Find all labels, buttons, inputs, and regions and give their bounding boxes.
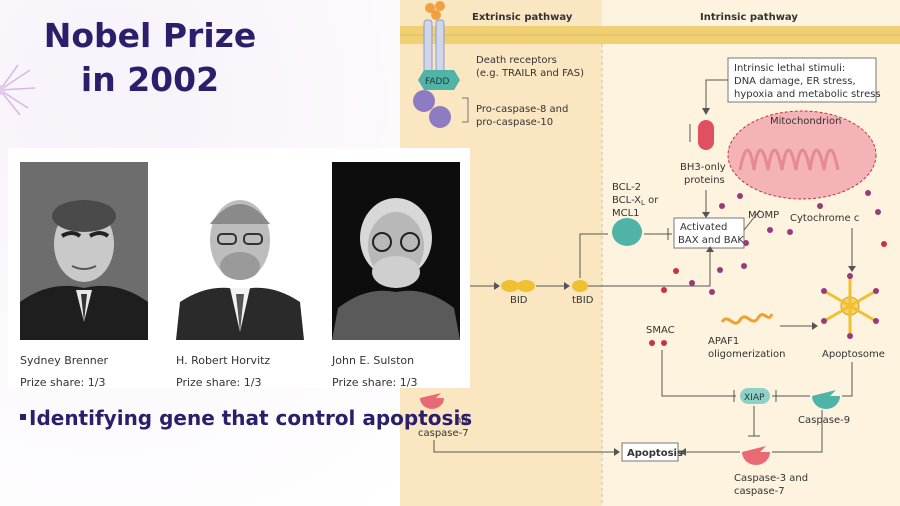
extrinsic-pathway-title: Extrinsic pathway [472,12,573,23]
intrinsic-pathway-title: Intrinsic pathway [700,12,798,23]
fadd-icon [418,70,460,90]
apaf1-label-1: APAF1 [708,336,739,347]
caspase-9-icon [812,390,840,409]
stimuli-line-2: DNA damage, ER stress, [734,76,856,87]
bcl2-label-1: BCL-2 [612,182,641,193]
prize-share: Prize share: 1/3 [176,376,262,389]
apoptosis-label: Apoptosis [627,448,683,459]
procaspase-10-icon [429,106,451,128]
bid-label: BID [510,295,528,306]
bullet-text: Identifying gene that control apoptosis [29,406,473,430]
procaspase-label-2: pro-caspase-10 [476,117,553,128]
apoptosis-box [621,442,679,462]
mitochondrion-label: Mitochondrion [770,116,841,127]
laureates-card: Sydney Brenner Prize share: 1/3 H. Rober… [8,148,470,389]
momp-label: MOMP [748,210,779,221]
death-receptors-label: Death receptors [476,55,557,66]
activated-bax-box [673,217,745,249]
bcl2-label-3: MCL1 [612,208,640,219]
extrinsic-caspase-partial-1: nd [455,415,468,426]
caspase-9-label: Caspase-9 [798,415,850,426]
xiap-box [740,388,770,404]
caspase-3-7-icon [742,446,770,465]
death-receptors-example: (e.g. TRAILR and FAS) [476,68,584,79]
bax-label-1: Activated [680,222,727,233]
tbid-icon [572,280,588,292]
extrinsic-caspase-partial-2: caspase-7 [418,428,469,439]
brenner-photo [20,162,148,340]
title-line-2: in 2002 [80,60,220,99]
prize-share: Prize share: 1/3 [332,376,418,389]
bcl2-icon [612,218,642,246]
fadd-label: FADD [425,77,449,87]
caspase-3-7-label-1: Caspase-3 and [734,473,808,484]
title-line-1: Nobel Prize [43,16,257,55]
laureate-name: John E. Sulston [332,354,415,367]
bullet-square-icon [20,413,26,420]
bh3-label-2: proteins [684,175,725,186]
mitochondrion-icon [727,110,877,200]
bid-icon [501,280,535,292]
bh3-only-icon [698,120,714,150]
stimuli-line-3: hypoxia and metabolic stress [734,89,881,100]
xiap-label: XIAP [744,393,765,403]
bh3-label-1: BH3-only [680,162,726,173]
bullet-point: Identifying gene that control apoptosis [20,406,472,430]
procaspase-label-1: Pro-caspase-8 and [476,104,568,115]
apaf1-icon [720,313,774,325]
apoptosome-label: Apoptosome [822,349,885,360]
procaspase-8-icon [413,90,435,112]
apaf1-label-2: oligomerization [708,349,785,360]
extrinsic-caspase-icon [420,393,444,409]
decorative-splash-icon [0,64,36,116]
intrinsic-stimuli-box [727,57,877,103]
death-receptor-icon [423,1,445,73]
tbid-label: tBID [572,295,594,306]
bax-label-2: BAX and BAK [678,235,744,246]
caspase-3-7-label-2: caspase-7 [734,486,785,497]
sulston-photo [332,162,460,340]
smac-label: SMAC [646,325,675,336]
laureate-name: H. Robert Horvitz [176,354,271,367]
cytochrome-label: Cytochrome c [790,213,859,224]
laureate-name: Sydney Brenner [20,354,109,367]
slide-title: Nobel Prize in 2002 [30,14,270,102]
stimuli-line-1: Intrinsic lethal stimuli: [734,63,845,74]
prize-share: Prize share: 1/3 [20,376,106,389]
apoptosome-icon [821,273,879,339]
bcl2-label-2: BCL-XL or [612,195,659,207]
horvitz-photo [176,162,304,340]
